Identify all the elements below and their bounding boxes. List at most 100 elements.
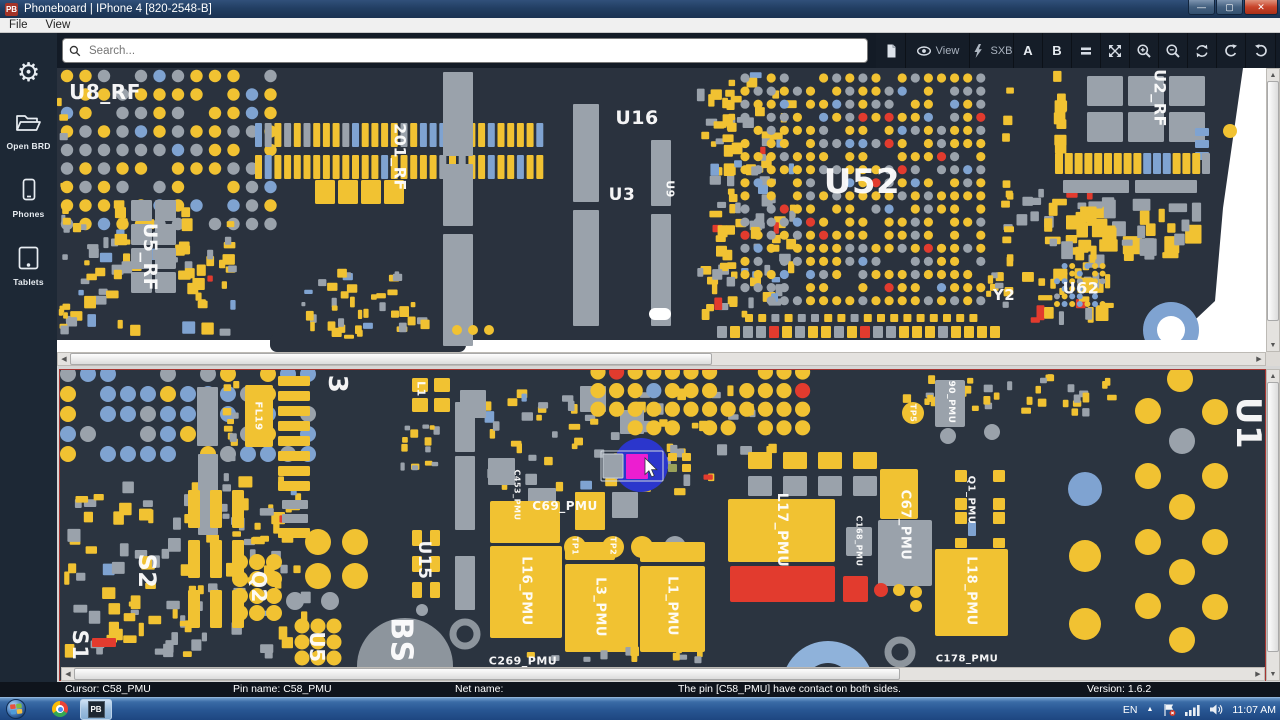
svg-text:A: A [1023, 43, 1033, 58]
zoom-out-icon [1166, 43, 1180, 58]
top-vscroll-thumb[interactable] [1267, 81, 1279, 321]
close-button[interactable]: ✕ [1244, 0, 1278, 15]
speaker-icon[interactable] [1209, 703, 1223, 716]
sidebar-item-tablets[interactable]: Tablets [0, 245, 57, 287]
tray-expand-icon[interactable]: ▲ [1146, 706, 1154, 713]
scroll-corner [1266, 352, 1280, 366]
search-icon [69, 45, 81, 56]
bottom-board-vscrollbar[interactable]: ▲ ▼ [1266, 369, 1280, 681]
sidebar: ⚙ Open BRD Phones Tablets [0, 33, 57, 682]
zoom-in-button[interactable] [1130, 33, 1159, 68]
view-button[interactable]: View [906, 33, 970, 68]
svg-text:201_RF: 201_RF [391, 123, 410, 191]
svg-text:U9: U9 [664, 180, 677, 198]
taskbar: PB EN ▲ 11:07 AM [0, 697, 1280, 720]
action-center-flag-icon[interactable] [1162, 703, 1176, 717]
top-board-vscrollbar[interactable]: ▲ ▼ [1266, 68, 1280, 352]
phone-icon [22, 178, 35, 201]
rotate-cw-button[interactable] [1217, 33, 1246, 68]
maximize-button[interactable]: ▢ [1216, 0, 1243, 15]
phoneboard-taskbar-button[interactable]: PB [80, 698, 112, 720]
sidebar-item-phones[interactable]: Phones [0, 177, 57, 219]
svg-text:L3_PMU: L3_PMU [593, 577, 608, 637]
minimize-button[interactable]: — [1188, 0, 1215, 15]
top-hscroll-thumb[interactable] [70, 353, 712, 365]
toolbar-button-label: SXB [990, 44, 1013, 57]
sidebar-item-open-brd[interactable]: Open BRD [0, 111, 57, 151]
title-bar[interactable]: PB Phoneboard | IPhone 4 [820-2548-B] — … [0, 0, 1280, 18]
svg-text:B: B [1052, 43, 1061, 58]
svg-text:TP2: TP2 [609, 537, 618, 555]
network-signal-icon[interactable] [1185, 704, 1201, 716]
fit-screen-icon [1109, 44, 1121, 57]
scroll-down-icon[interactable]: ▼ [1269, 341, 1277, 349]
svg-text:L17_PMU: L17_PMU [774, 493, 790, 567]
zoom-out-button[interactable] [1159, 33, 1188, 68]
status-cursor: Cursor: C58_PMU [65, 683, 151, 695]
bottom-hscroll-thumb[interactable] [74, 668, 900, 680]
scroll-up-icon[interactable]: ▲ [1269, 71, 1277, 79]
svg-text:Y2: Y2 [992, 286, 1015, 304]
scroll-down-icon[interactable]: ▼ [1269, 670, 1277, 678]
refresh-button[interactable] [1188, 33, 1217, 68]
rotate-ccw-button[interactable] [1246, 33, 1276, 68]
svg-text:C69_PMU: C69_PMU [532, 499, 598, 514]
status-version: Version: 1.6.2 [1087, 683, 1152, 695]
sidebar-item-label: Tablets [13, 277, 44, 287]
scroll-right-icon[interactable]: ▶ [1255, 671, 1261, 678]
mouse-cursor [644, 457, 658, 478]
language-indicator[interactable]: EN [1122, 703, 1138, 716]
new-file-button[interactable] [876, 33, 906, 68]
svg-text:U52: U52 [824, 162, 900, 202]
svg-text:C178_PMU: C178_PMU [936, 654, 999, 665]
svg-text:Q1_PMU: Q1_PMU [966, 476, 977, 525]
new-file-icon [887, 44, 896, 57]
clock[interactable]: 11:07 AM [1232, 703, 1276, 716]
svg-text:3: 3 [322, 375, 352, 394]
menu-item-view[interactable]: View [45, 19, 71, 31]
scroll-up-icon[interactable]: ▲ [1269, 372, 1277, 380]
rotate-cw-icon [1225, 43, 1237, 56]
status-pin-name: Pin name: C58_PMU [233, 683, 332, 695]
refresh-icon [1196, 44, 1208, 57]
zoom-in-icon [1137, 43, 1151, 58]
chrome-taskbar-icon[interactable] [52, 701, 68, 717]
sxb-button[interactable]: SXB [970, 33, 1014, 68]
scroll-left-icon[interactable]: ◀ [65, 671, 71, 678]
svg-text:Q2: Q2 [247, 571, 271, 603]
menu-item-file[interactable]: File [9, 19, 28, 31]
svg-text:U8_RF: U8_RF [69, 80, 141, 104]
toolbar-button-label: View [935, 44, 960, 57]
svg-text:C168_PMU: C168_PMU [855, 516, 864, 567]
svg-text:U15: U15 [414, 541, 434, 580]
svg-text:U62: U62 [1063, 279, 1100, 298]
svg-text:L18_PMU: L18_PMU [964, 556, 979, 625]
app-icon: PB [5, 2, 18, 16]
start-button[interactable] [6, 699, 26, 719]
scroll-left-icon[interactable]: ◀ [61, 356, 67, 363]
text-a-button[interactable]: A [1014, 33, 1043, 68]
gear-icon: ⚙ [16, 57, 41, 87]
sidebar-item-settings[interactable]: ⚙ [0, 59, 57, 85]
fit-screen-button[interactable] [1101, 33, 1130, 68]
svg-text:U16: U16 [615, 107, 658, 129]
sidebar-item-label: Phones [12, 209, 45, 219]
scroll-right-icon[interactable]: ▶ [1256, 356, 1262, 363]
bottom-vscroll-thumb[interactable] [1267, 382, 1279, 652]
text-b-button[interactable]: B [1043, 33, 1072, 68]
svg-text:C269_PMU: C269_PMU [489, 655, 557, 668]
search-box[interactable] [62, 38, 868, 63]
bottom-board-hscrollbar[interactable]: ◀ ▶ [61, 667, 1265, 681]
svg-text:U5_RF: U5_RF [139, 223, 161, 291]
svg-text:L1_PMU: L1_PMU [665, 576, 680, 636]
status-message: The pin [C58_PMU] have contact on both s… [678, 683, 901, 695]
open-folder-icon [16, 115, 41, 131]
layers-button[interactable] [1072, 33, 1101, 68]
view-icon [916, 45, 931, 56]
search-input[interactable] [87, 43, 867, 58]
top-board-hscrollbar[interactable]: ◀ ▶ [57, 352, 1266, 366]
svg-text:S2: S2 [133, 554, 161, 589]
